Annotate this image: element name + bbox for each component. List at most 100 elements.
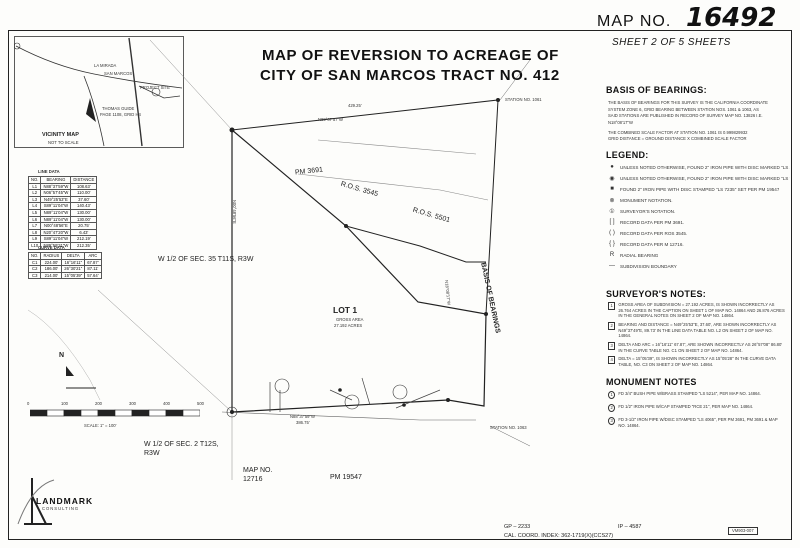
legend-symbol-icon: ● bbox=[610, 164, 614, 170]
legend-text: RECORD DATA PER ROS 3545. bbox=[620, 230, 688, 236]
note-number-icon: 3 bbox=[608, 342, 616, 351]
plan-dim-top2: 429.25' bbox=[348, 103, 362, 108]
scale-segment bbox=[63, 409, 82, 417]
vicinity-grid: PAGE 1108, GRID H4 bbox=[100, 112, 141, 117]
scale-segment bbox=[80, 409, 99, 417]
footer-code: VM903-007 bbox=[728, 527, 758, 536]
table-cell: L10 bbox=[27, 241, 42, 250]
legend-symbol-icon: ⊗ bbox=[609, 198, 615, 204]
legend-item: { } RECORD DATA PER M 12716. bbox=[608, 241, 684, 247]
scale-bar bbox=[30, 409, 200, 417]
scale-segment bbox=[46, 409, 65, 417]
monument-number-icon: 1 bbox=[608, 391, 616, 399]
north-arrow-icon bbox=[66, 366, 96, 389]
plan-dim-bottom: N88°37'59"W bbox=[290, 414, 315, 419]
map-title-line2: CITY OF SAN MARCOS TRACT NO. 412 bbox=[260, 67, 560, 84]
legend-text: FOUND 2" IRON PIPE WITH DISC STAMPED "LS… bbox=[620, 186, 780, 192]
map-number-label: MAP NO. bbox=[597, 13, 672, 30]
sheet-border bbox=[8, 30, 792, 540]
note-text: BEARING AND DISTANCE = N49°25'53"E, 37.6… bbox=[618, 322, 777, 339]
plan-gross-area: 27.192 ACRES bbox=[334, 323, 363, 328]
basis-text: THE BASIS OF BEARINGS FOR THIS SURVEY IS… bbox=[608, 100, 784, 143]
scale-segment bbox=[148, 409, 167, 417]
basis-line: SYSTEM ZONE 6, GRID BEARING BETWEEN STAT… bbox=[608, 106, 759, 112]
plan-pm-19547: PM 19547 bbox=[330, 474, 362, 481]
legend-text: UNLESS NOTED OTHERWISE, FOUND 2" IRON PI… bbox=[620, 164, 790, 170]
legend-symbol-icon: [ ] bbox=[609, 219, 615, 225]
legend-item: ◉UNLESS NOTED OTHERWISE, FOUND 2" IRON P… bbox=[608, 175, 790, 182]
plan-dim-top: N89°07'57"W bbox=[318, 117, 343, 122]
scale-tick-label: 0 bbox=[27, 401, 30, 406]
monument-text: FD 1/2" IRON PIPE W/CAP STAMPED "RCE 21"… bbox=[618, 404, 754, 409]
basis-line: SAID STATIONS ARE PUBLISHED IN RECORD OF… bbox=[608, 113, 763, 118]
basis-line: N18°08'17"W bbox=[608, 119, 633, 125]
basis-line: THE BASIS OF BEARINGS FOR THIS SURVEY IS… bbox=[608, 100, 768, 105]
monument-number-icon: 3 bbox=[608, 417, 616, 425]
footer-ip: IP – 4587 bbox=[618, 524, 642, 530]
legend-text: RECORD DATA PER M 12716. bbox=[620, 241, 684, 247]
scale-tick-label: 400 bbox=[163, 401, 170, 406]
table-cell: 57.64' bbox=[84, 271, 102, 280]
vicinity-note: NOT TO SCALE bbox=[48, 140, 79, 145]
vicinity-map bbox=[14, 36, 184, 148]
plan-dim-bottom2: 386.75' bbox=[296, 420, 310, 425]
company-name: LANDMARK bbox=[36, 496, 94, 506]
scale-segment bbox=[30, 409, 48, 417]
surveyor-notes-heading: SURVEYOR'S NOTES: bbox=[606, 289, 707, 299]
plan-station-1063: STATION NO. 1063 bbox=[490, 425, 527, 430]
vicinity-thomas-guide: THOMAS GUIDE bbox=[102, 106, 135, 111]
legend-item: ⊗ MONUMENT NOTATION. bbox=[608, 197, 673, 204]
legend-symbol-icon: R bbox=[609, 252, 615, 258]
basis-line: GRID DISTANCE = GROUND DISTANCE X COMBIN… bbox=[608, 136, 747, 141]
sheet-indicator: SHEET 2 OF 5 SHEETS bbox=[612, 37, 731, 48]
footer-cal-coord: CAL. COORD. INDEX: 362-1719(X)(CCS27) bbox=[504, 533, 614, 539]
map-title-line1: MAP OF REVERSION TO ACREAGE OF bbox=[262, 47, 559, 64]
basis-heading: BASIS OF BEARINGS: bbox=[606, 85, 707, 95]
line-data-title: LINE DATA bbox=[38, 169, 60, 174]
legend-item: ■ FOUND 2" IRON PIPE WITH DISC STAMPED "L… bbox=[608, 186, 779, 192]
note-text: DELTA AND ARC = 16°16'11" 67.87', ARE SH… bbox=[618, 342, 783, 353]
north-label: N bbox=[59, 352, 65, 359]
scale-tick-label: 200 bbox=[95, 401, 102, 406]
plan-station-1061: STATION NO. 1061 bbox=[505, 97, 542, 102]
note-number-icon: 4 bbox=[608, 356, 616, 365]
legend-text: MONUMENT NOTATION. bbox=[620, 198, 673, 203]
legend-symbol-icon: ( ) bbox=[609, 230, 615, 236]
basis-line: THE COMBINED SCALE FACTOR AT STATION NO.… bbox=[608, 129, 748, 135]
vicinity-project-site: PROJECT SITE bbox=[140, 85, 170, 90]
scale-segment bbox=[165, 409, 184, 417]
vicinity-street-2: SAN MARCOS bbox=[104, 71, 133, 76]
company-sub: CONSULTING bbox=[42, 506, 80, 511]
note-number-icon: 2 bbox=[608, 322, 616, 331]
plan-section-bottom: W 1/2 OF SEC. 2 T12S, R3W bbox=[144, 441, 219, 458]
scale-segment bbox=[182, 409, 200, 417]
monument-text: FD 3/4" BUSH PIPE W/BRASS STAMPED "LS 52… bbox=[618, 391, 761, 396]
legend-heading: LEGEND: bbox=[606, 150, 649, 160]
legend-item: [ ]RECORD DATA PER PM 3691. bbox=[608, 219, 684, 225]
legend-symbol-icon: { } bbox=[609, 241, 615, 247]
legend-text: SURVEYOR'S NOTATION. bbox=[620, 209, 676, 214]
note-text: DELTA = 15°05'39", IS SHOWN INCORRECTLY … bbox=[618, 356, 776, 368]
legend-text: SUBDIVISION BOUNDARY bbox=[620, 263, 677, 269]
vicinity-street-1: LA MIRADA bbox=[94, 63, 117, 68]
curve-data-title: CURVE DATA bbox=[38, 245, 65, 250]
footer-gp: GP – 2233 bbox=[504, 524, 531, 530]
legend-symbol-icon: ■ bbox=[610, 186, 614, 192]
legend-item: ● UNLESS NOTED OTHERWISE, FOUND 2" IRON P… bbox=[608, 164, 790, 170]
